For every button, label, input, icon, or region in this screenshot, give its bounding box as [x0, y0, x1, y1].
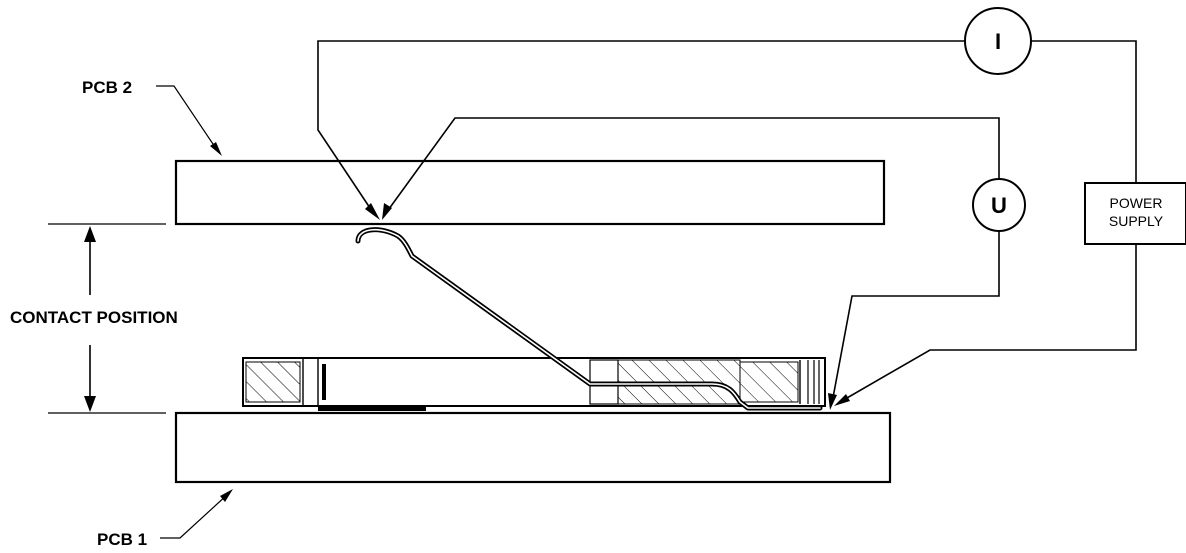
pcb2-leader [156, 85, 222, 156]
power-supply-line2: SUPPLY [1109, 213, 1164, 229]
power-supply-box: POWER SUPPLY [1084, 182, 1186, 245]
current-meter-symbol: I [995, 29, 1001, 54]
current-wire [317, 40, 1137, 220]
pcb2-label: PCB 2 [82, 78, 132, 97]
current-meter: I [964, 7, 1032, 75]
spring-contact [355, 227, 823, 411]
power-return-wire [834, 244, 1137, 406]
voltage-meter-symbol: U [991, 193, 1007, 218]
voltage-wire [382, 117, 1000, 410]
voltage-meter: U [972, 178, 1026, 232]
contact-position-label: CONTACT POSITION [10, 308, 178, 327]
pcb1-label: PCB 1 [97, 530, 147, 549]
connector-housing [242, 357, 826, 411]
pcb2-board [174, 159, 886, 226]
power-supply-line1: POWER [1110, 195, 1163, 211]
contact-position-dimension [84, 226, 96, 412]
pcb1-leader [160, 489, 233, 539]
pcb1-board [174, 411, 892, 484]
